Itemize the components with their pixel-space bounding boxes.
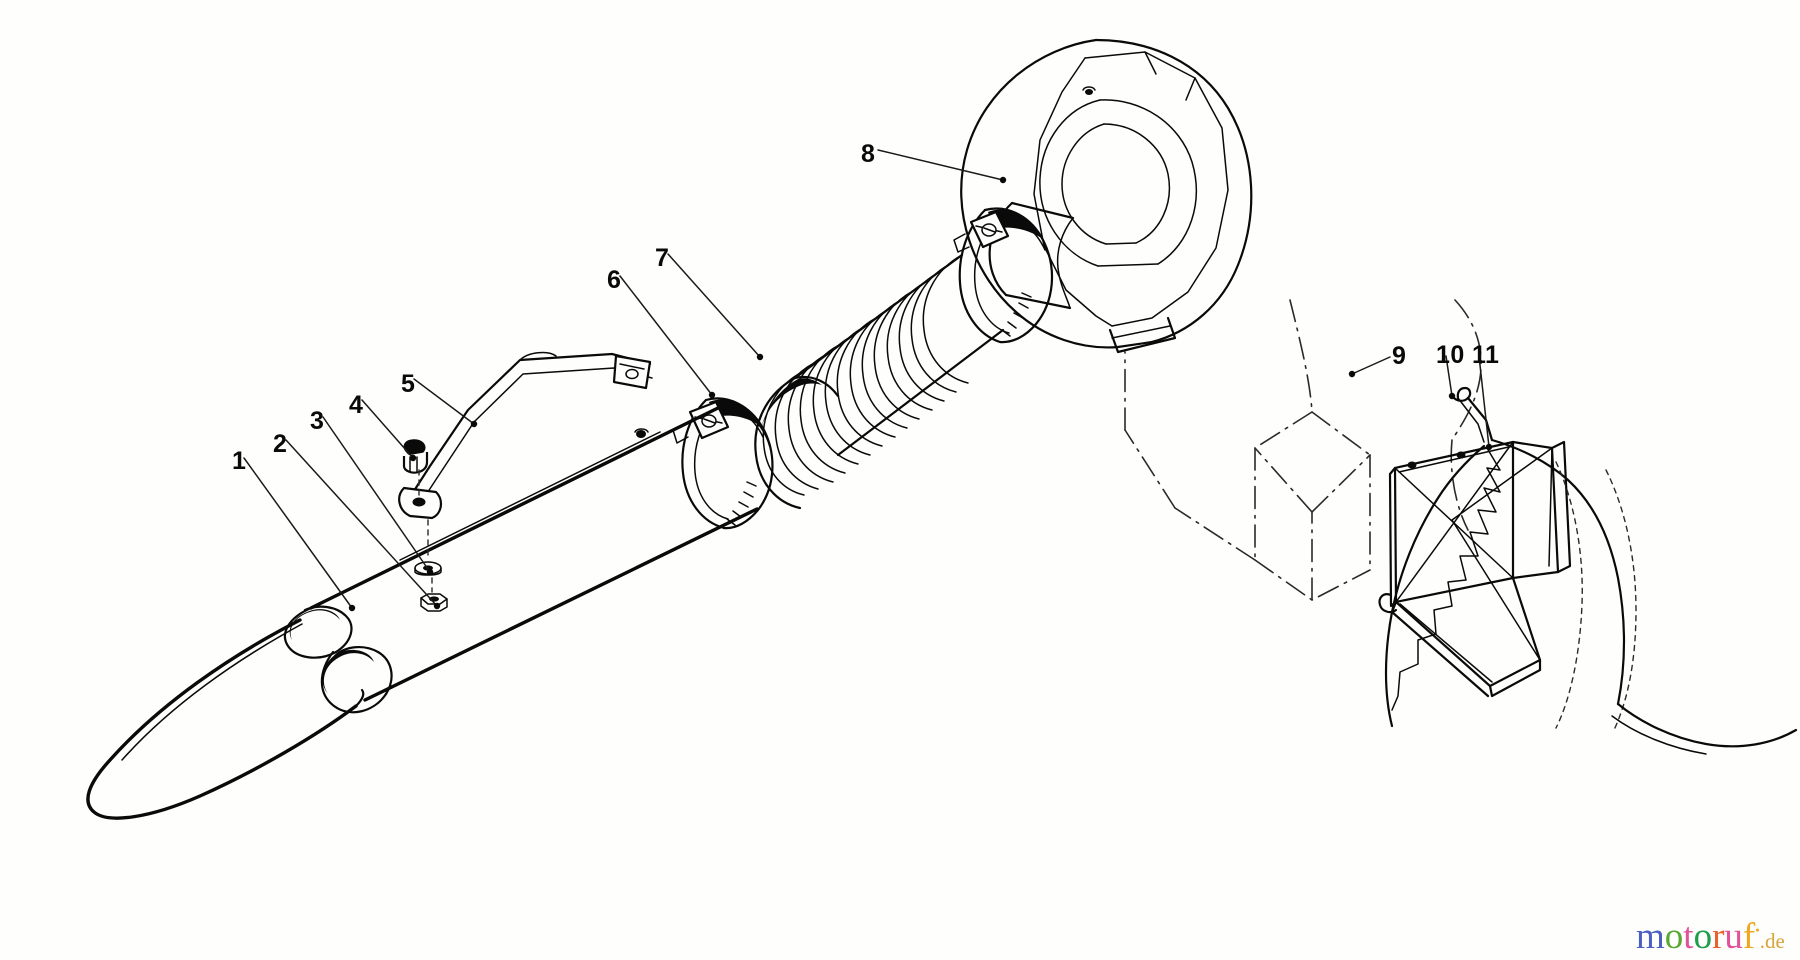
callout-number-6: 6 [607,266,622,294]
leader-dot-8 [999,176,1007,184]
leader-line-8 [877,149,1004,181]
leader-dot-11 [1485,443,1493,451]
callout-leader-lines [243,149,1490,609]
leader-line-2 [285,439,438,607]
logo-letter-4: r [1712,916,1725,957]
fastener-axis [418,469,433,593]
plate-hole-top [1456,451,1466,459]
motoruf-logo: motoruf•.de [1636,918,1785,955]
leader-line-11 [1478,355,1490,448]
shield-sawtooth [1391,447,1501,711]
mower-deck-phantom [1124,299,1482,601]
callout-number-7: 7 [655,244,670,272]
callout-number-10: 10 [1436,341,1465,369]
discharge-bag [86,406,772,820]
logo-tld: .de [1759,929,1785,953]
callout-number-3: 3 [310,407,325,435]
leader-dot-1 [348,604,356,612]
callout-number-9: 9 [1392,342,1407,370]
leader-dot-6 [708,391,716,399]
hose-clamp-upper [953,207,1054,344]
callout-number-4: 4 [349,391,364,419]
bag-grommet [636,430,646,438]
logo-letter-3: o [1693,916,1713,957]
logo-letter-1: o [1664,916,1684,957]
bracket-foot-hole [412,497,426,507]
leader-dot-9 [1348,370,1356,378]
rivet-detail [1085,89,1093,95]
bracket-tab-hole-upper [625,368,639,380]
callout-leader-dots [348,176,1493,612]
logo-letter-5: u [1724,916,1743,957]
callout-number-5: 5 [401,370,416,398]
leader-dot-4 [409,454,417,462]
callout-number-1: 1 [232,447,247,475]
plate-hole-bottom [1407,461,1417,469]
leader-dot-5 [470,420,478,428]
hose-corrugations [762,254,969,496]
logo-letter-2: t [1683,916,1694,957]
callout-number-8: 8 [861,140,876,168]
knob-nut [402,439,429,474]
deflector-shield [1384,386,1798,755]
logo-dot: • [1755,922,1760,938]
leader-dot-10 [1448,392,1456,400]
handle-bracket [398,351,653,520]
flexible-hose [754,253,1005,510]
callout-number-2: 2 [273,430,288,458]
leader-dot-3 [426,568,434,576]
leader-line-1 [243,457,353,609]
leader-line-6 [619,275,713,396]
leader-line-7 [667,253,761,358]
logo-letter-0: m [1636,916,1665,957]
logo-letter-6: f [1742,916,1756,957]
leader-dot-2 [433,602,441,610]
leader-line-9 [1351,356,1391,375]
leader-line-10 [1445,355,1453,397]
blower-housing [960,38,1253,354]
leader-dot-7 [756,353,764,361]
leader-line-5 [413,378,475,425]
leader-line-3 [322,416,431,573]
callout-number-11: 11 [1472,341,1500,369]
leader-line-4 [361,399,414,459]
